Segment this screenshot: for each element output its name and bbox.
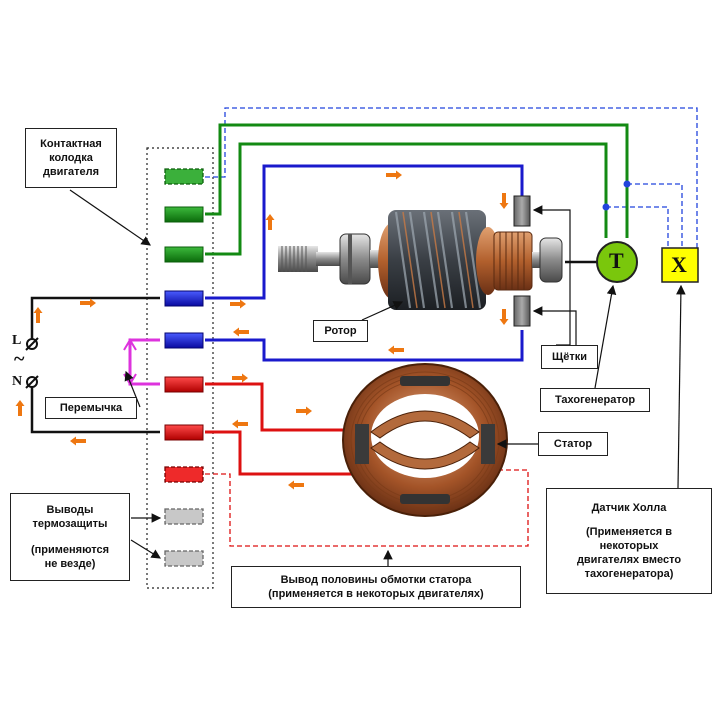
tacho-wire-2 xyxy=(205,142,608,256)
stator-image xyxy=(342,363,508,517)
hall-sensor-label: Датчик Холла (Применяется в некоторых дв… xyxy=(546,488,712,594)
thermal-leads-label: Выводы термозащиты (применяются не везде… xyxy=(10,493,130,581)
current-arrow-icon xyxy=(15,400,25,416)
hall-wire-2 xyxy=(627,183,683,248)
jumper-wire xyxy=(128,338,160,386)
tachogenerator-symbol xyxy=(596,241,638,283)
terminal-blue xyxy=(164,290,204,307)
tacho-wire-1 xyxy=(205,123,629,238)
current-arrow-icon xyxy=(499,193,509,209)
line-label: L xyxy=(12,333,22,348)
ac-symbol-icon: ~ xyxy=(14,348,25,370)
current-arrow-icon xyxy=(388,345,404,355)
terminal-block-frame xyxy=(146,147,214,589)
current-arrow-icon xyxy=(288,480,304,490)
neutral-label: N xyxy=(12,374,23,389)
brush-bottom xyxy=(513,295,531,327)
hall-symbol-letter: X xyxy=(671,252,687,277)
current-arrow-icon xyxy=(265,214,275,230)
current-arrow-icon xyxy=(296,406,312,416)
terminal-red-dashed xyxy=(164,466,204,483)
current-arrow-icon xyxy=(232,419,248,429)
current-arrow-icon xyxy=(80,298,96,308)
current-arrow-icon xyxy=(386,170,402,180)
rotor-wire-top xyxy=(205,164,524,300)
tachogenerator-label: Тахогенератор xyxy=(540,388,650,412)
terminal-blue xyxy=(164,332,204,349)
terminal-block-label: Контактная колодка двигателя xyxy=(25,128,117,188)
stator-wire-2 xyxy=(205,430,355,476)
supply-wire-L xyxy=(30,296,160,340)
tacho-symbol-letter: T xyxy=(609,248,624,273)
stator-wire-1 xyxy=(205,382,355,432)
terminal-gray-dashed xyxy=(164,550,204,567)
half-winding-wire xyxy=(205,469,529,547)
current-arrow-icon xyxy=(499,309,509,325)
jumper-label: Перемычка xyxy=(45,397,137,419)
supply-wire-N xyxy=(30,384,160,434)
brush-top xyxy=(513,195,531,227)
terminal-red xyxy=(164,424,204,441)
terminal-red xyxy=(164,376,204,393)
terminal-green xyxy=(164,246,204,263)
hall-wire-1 xyxy=(205,107,698,248)
rotor-label: Ротор xyxy=(313,320,368,342)
current-arrow-icon xyxy=(230,299,246,309)
rotor-image xyxy=(278,210,563,310)
brushes-label: Щётки xyxy=(541,345,598,369)
half-winding-label: Вывод половины обмотки статора (применяе… xyxy=(231,566,521,608)
junction-dot xyxy=(602,203,610,211)
terminal-green xyxy=(164,206,204,223)
current-arrow-icon xyxy=(70,436,86,446)
terminal-green-dashed xyxy=(164,168,204,185)
junction-dot xyxy=(623,180,631,188)
current-arrow-icon xyxy=(232,373,248,383)
stator-label: Статор xyxy=(538,432,608,456)
terminal-gray-dashed xyxy=(164,508,204,525)
rotor-wire-bottom xyxy=(205,330,524,362)
current-arrow-icon xyxy=(233,327,249,337)
hall-sensor-symbol xyxy=(661,247,699,283)
current-arrow-icon xyxy=(33,307,43,323)
